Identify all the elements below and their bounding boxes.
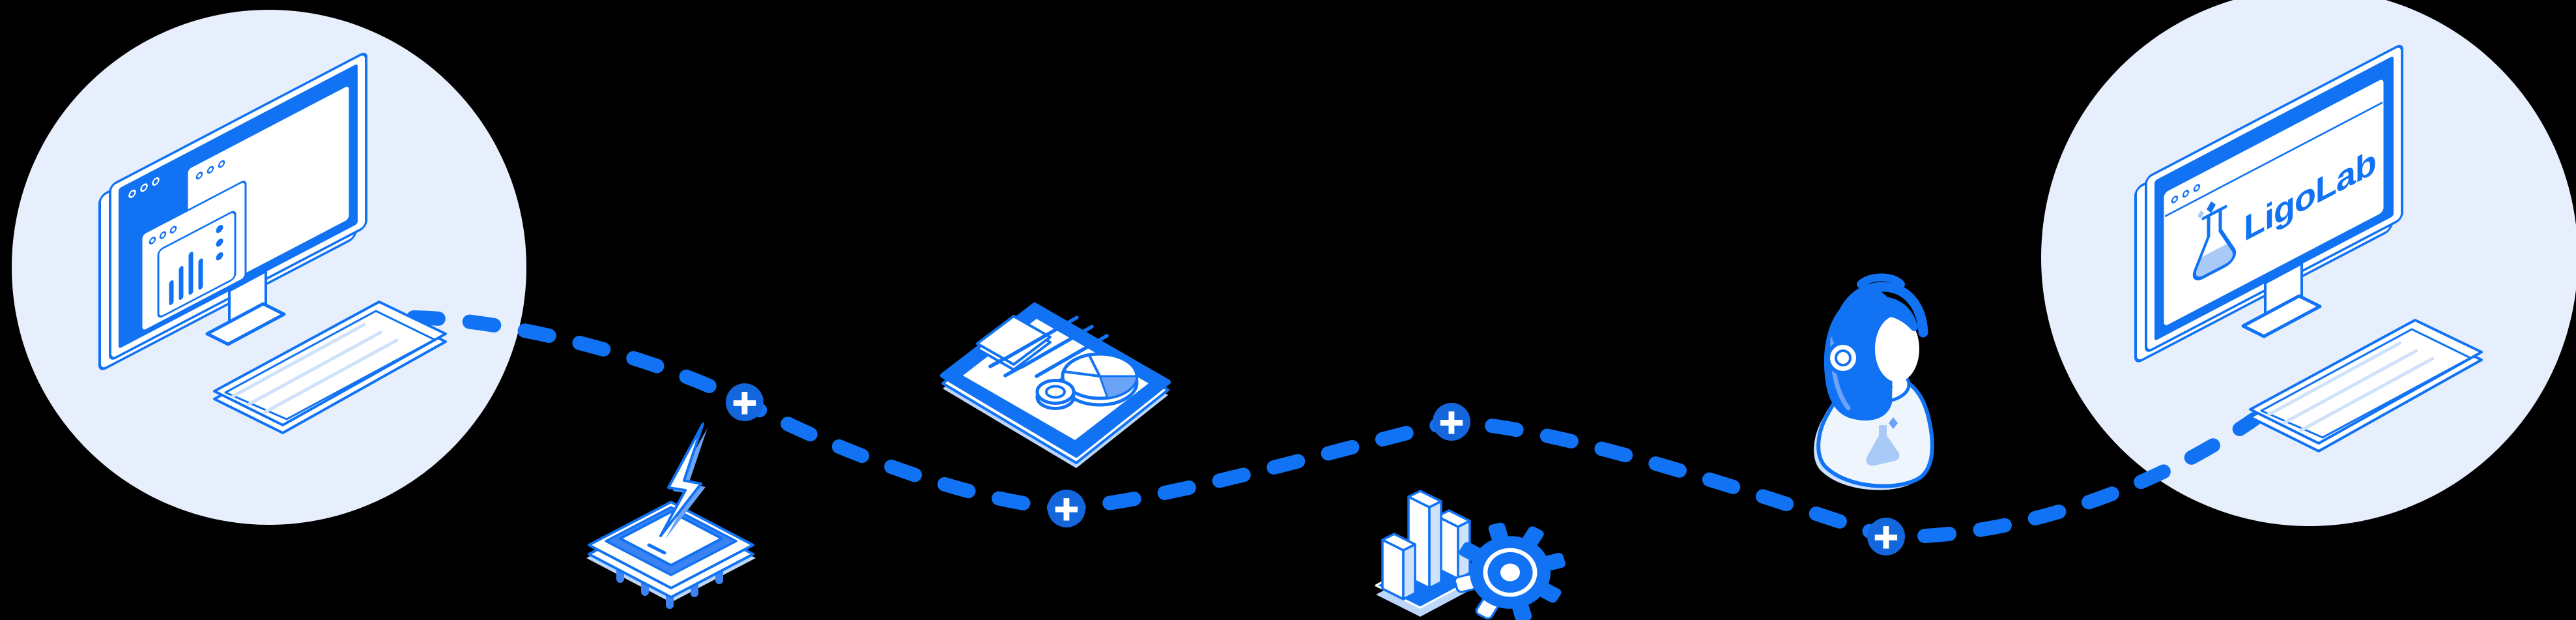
gear-ring (1483, 548, 1538, 597)
flask-outline (2192, 207, 2237, 280)
status-dot-icon (216, 224, 223, 233)
ligolab-workstation-illustration: LigoLab (2134, 44, 2483, 452)
headset-mic-icon (1878, 382, 1893, 392)
headset-top-loop (1857, 273, 1905, 288)
plus-icon: + (1438, 403, 1465, 441)
report-line (1020, 325, 1094, 369)
monitor-stand-base (205, 302, 286, 346)
plus-icon: + (731, 383, 758, 421)
chest-diamond (1889, 417, 1898, 429)
window-dot-icon (159, 231, 167, 239)
flask-liquid (2194, 243, 2235, 279)
gear-hub (1500, 563, 1520, 582)
analytics-gear-illustration (1375, 490, 1566, 620)
flask-lip (2201, 205, 2227, 220)
plus-node-circle (726, 383, 764, 421)
screen-dot-icon (128, 189, 136, 198)
coin-inner-ring (1045, 385, 1066, 399)
keyboard-top (213, 301, 447, 426)
coin-icon (1035, 379, 1076, 410)
bar-top (1381, 533, 1416, 552)
window-dot-icon (169, 226, 177, 234)
keyboard-top (2249, 319, 2483, 445)
pie-wedge (1098, 375, 1138, 399)
support-agent-illustration (1814, 273, 1934, 490)
report-line (1005, 316, 1079, 360)
keyboard-key-row (2299, 357, 2435, 432)
ligolab-flask-icon (2192, 201, 2237, 280)
pie-divider (1088, 354, 1101, 377)
window-dot-icon (195, 171, 203, 180)
hair-fringe (1871, 296, 1918, 332)
power-chip-illustration (586, 422, 756, 609)
report-tick (988, 357, 1007, 368)
status-dot-icon (216, 252, 223, 261)
bar-side (1402, 543, 1416, 600)
plus-node-circle (1867, 518, 1905, 555)
chip-top-layer (619, 510, 723, 567)
report-clipboard-illustration (940, 303, 1171, 468)
window-dot-icon (149, 237, 156, 244)
screen-dot-icon (152, 177, 160, 186)
mini-bar-chart-icon (169, 252, 203, 305)
isometric-bar-chart-icon (1381, 490, 1471, 600)
plus-connector-node-2: + (1048, 489, 1085, 529)
keyboard-key-row (247, 331, 382, 406)
report-tick (1003, 366, 1022, 377)
gear-icon (1453, 522, 1566, 620)
face (1875, 316, 1919, 382)
dashboard-card (157, 211, 236, 318)
plus-connector-node-3: + (1433, 402, 1470, 442)
window-dot-icon (2171, 196, 2179, 203)
window-dot-icon (218, 160, 225, 168)
chip-accent-line (647, 543, 666, 555)
keyboard-key-row (2267, 341, 2402, 417)
status-dot-icon (216, 238, 223, 247)
plus-icon: + (1872, 518, 1900, 555)
plus-connector-node-1: + (726, 383, 764, 422)
client-keyboard (213, 301, 447, 434)
lightning-bolt-icon (659, 422, 704, 537)
flask-sparkle-small (2197, 211, 2204, 219)
ligolab-keyboard (2249, 319, 2483, 452)
headset-band-icon (1832, 282, 1928, 344)
keyboard-key-row (231, 323, 366, 398)
pie-chart-icon (1061, 352, 1139, 407)
client-workstation-illustration (98, 52, 447, 434)
coin-top (1035, 379, 1076, 405)
bar-top (1407, 490, 1442, 509)
keyboard-key-row (263, 338, 399, 414)
ligolab-monitor: LigoLab (2134, 44, 2403, 362)
clipboard-clip (976, 315, 1052, 366)
window-header-divider (2165, 101, 2383, 218)
monitor-stand-base (2241, 294, 2322, 338)
pie-divider (1063, 370, 1101, 377)
plus-icon: + (1053, 490, 1080, 527)
client-monitor (98, 52, 367, 370)
flask-sparkle (2207, 201, 2216, 213)
plus-node-circle (1048, 490, 1085, 527)
window-dot-icon (2193, 184, 2201, 192)
bar-side (1428, 500, 1442, 589)
plus-connector-node-4: + (1867, 517, 1905, 557)
screen-dot-icon (140, 183, 148, 192)
window-dot-icon (207, 166, 214, 174)
chest-flask-logo-icon (1866, 417, 1900, 466)
plus-node-circle (1433, 403, 1470, 441)
headset-earcup-icon (1826, 341, 1860, 375)
dashed-connector-path (407, 310, 2261, 544)
window-dot-icon (2182, 190, 2190, 198)
bar-top (1436, 509, 1471, 528)
chest-flask (1866, 425, 1900, 466)
keyboard-key-row (2283, 349, 2418, 424)
report-line (1035, 334, 1109, 378)
headset-earcup-ring (1835, 349, 1852, 366)
headset-mic-arm (1846, 374, 1883, 392)
